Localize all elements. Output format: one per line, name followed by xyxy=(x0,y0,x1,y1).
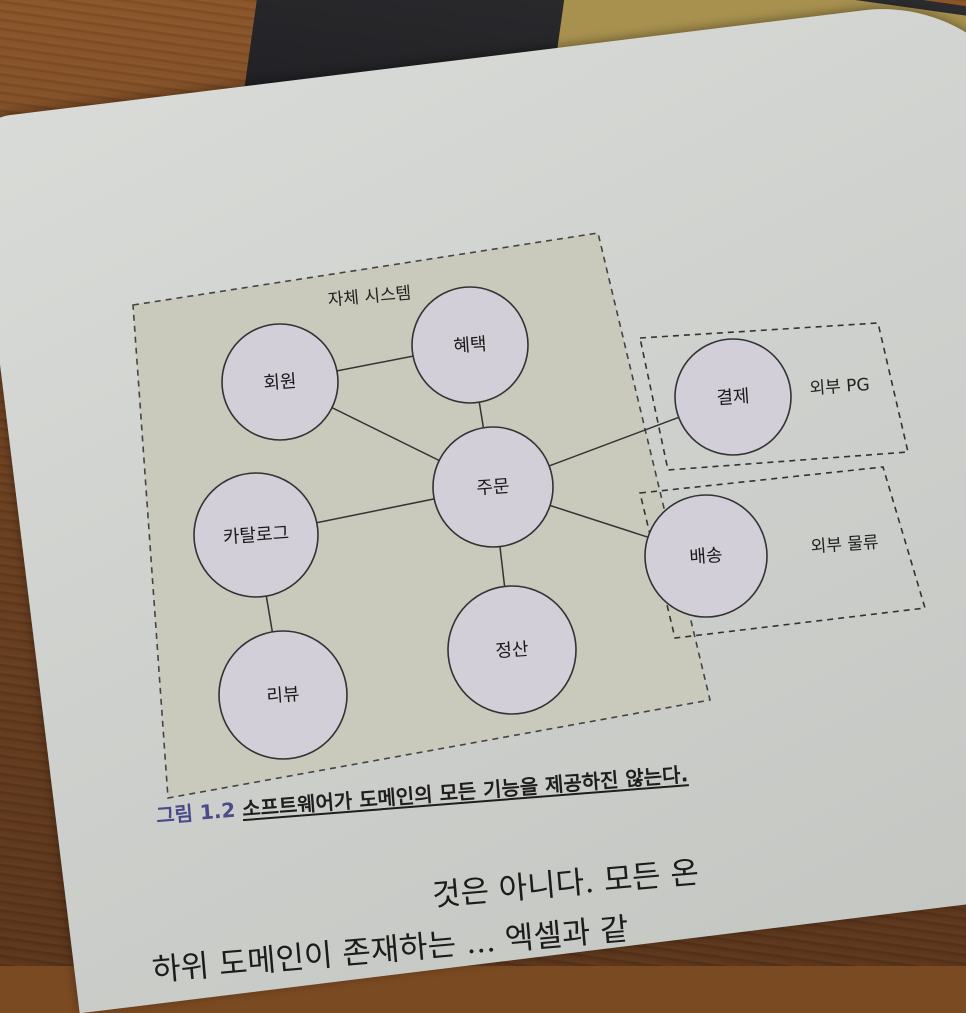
node-delivery: 배송 xyxy=(644,494,768,618)
node-circle-payment xyxy=(674,338,792,456)
node-circle-catalog xyxy=(193,472,319,598)
node-label-delivery: 배송 xyxy=(689,545,724,568)
node-label-catalog: 카탈로그 xyxy=(222,523,290,549)
node-label-member: 회원 xyxy=(263,371,298,394)
node-payment: 결제 xyxy=(674,338,792,456)
node-review: 리뷰 xyxy=(218,630,348,760)
node-label-review: 리뷰 xyxy=(266,684,301,707)
node-circle-settlement xyxy=(447,585,577,715)
node-label-order: 주문 xyxy=(476,476,511,499)
external-pg-label: 외부 PG xyxy=(809,375,870,399)
node-circle-review xyxy=(218,630,348,760)
figure-number: 그림 1.2 xyxy=(155,797,237,828)
node-label-benefit: 혜택 xyxy=(453,334,488,357)
node-benefit: 혜택 xyxy=(411,286,529,404)
external-logistics-label: 외부 물류 xyxy=(810,533,879,558)
node-label-payment: 결제 xyxy=(716,386,751,409)
node-label-settlement: 정산 xyxy=(495,639,530,662)
node-circle-order xyxy=(432,426,554,548)
node-catalog: 카탈로그 xyxy=(193,472,319,598)
node-order: 주문 xyxy=(432,426,554,548)
node-settlement: 정산 xyxy=(447,585,577,715)
external-pg-region xyxy=(639,322,909,471)
node-member: 회원 xyxy=(221,323,339,441)
node-circle-member xyxy=(221,323,339,441)
node-circle-delivery xyxy=(644,494,768,618)
node-circle-benefit xyxy=(411,286,529,404)
